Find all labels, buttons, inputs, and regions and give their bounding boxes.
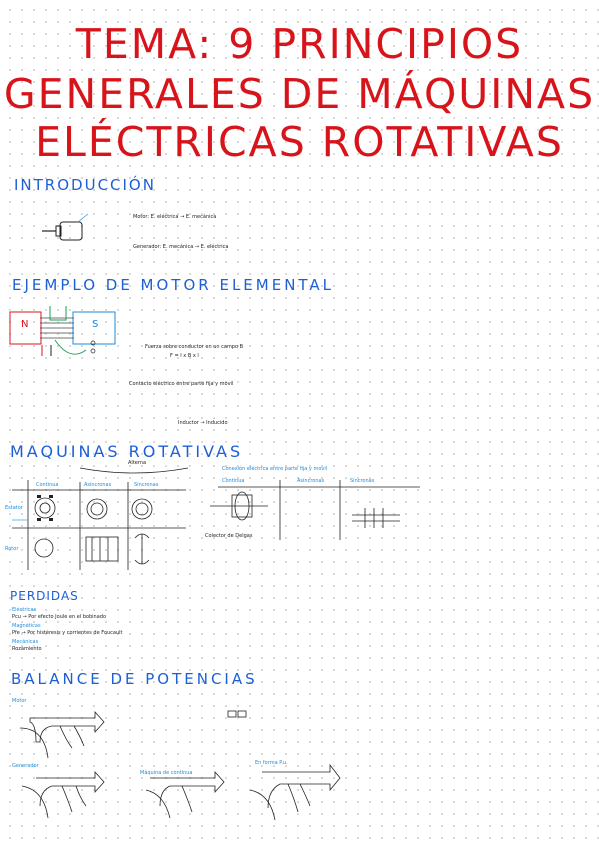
balance-label-motor: Motor [12,698,27,704]
page-title-line-1: TEMA: 9 PRINCIPIOS [75,20,524,68]
row-label-rotor: Rotor [5,546,19,552]
colector-note: Colector de Delgas [205,533,253,539]
section-heading-balance: BALANCE DE POTENCIAS [11,670,258,688]
balance-label-generador: Generador [12,763,39,769]
page-title-line-2: GENERALES DE MÁQUINAS [3,70,596,118]
intro-note-motor: Motor: E. eléctrica → E. mecánica [133,214,217,220]
motor-note-4: Inductor → Inducido [178,420,228,426]
motor-note-3: Contacto eléctrico entre parte fija y mo… [129,381,234,387]
section-heading-perdidas: PERDIDAS [10,589,79,603]
magnet-south-label: S [92,319,99,330]
conexion-note: Conexión eléctrica entre parte fija y mo… [222,466,328,472]
col-header-sincronas: Síncronas [134,482,159,488]
section-heading-maquinas: MAQUINAS ROTATIVAS [10,442,244,461]
perdidas-line-5: Mecánicas [12,639,39,645]
balance-pu-title: En forma P.u. [255,760,288,766]
perdidas-line-3: Magnéticas [12,623,41,629]
perdidas-line-6: Rozamiento [12,646,42,652]
perdidas-line-2: Pcu → Por efecto Joule en el bobinado [12,614,107,620]
motor-note-1: Fuerza sobre conductor en un campo B [145,344,244,350]
intro-note-generador: Generador: E. mecánica → E. eléctrica [133,244,229,250]
balance-continua-title: Máquina de continua [140,770,193,776]
page-title-line-3: ELÉCTRICAS ROTATIVAS [35,118,564,166]
col-header-alterna: Alterna [128,460,147,466]
col-header-asincronas: Asíncronas [84,482,112,488]
row-label-estator: Estator [5,505,23,511]
section-heading-introduccion: INTRODUCCIÓN [14,176,156,194]
col-header-continua: Continua [36,482,59,488]
motor-note-2: F = I x B x l [170,353,199,359]
right-header-sincronas: Síncronas [350,478,375,484]
right-header-asincronas: Asíncronas [297,478,325,484]
perdidas-line-1: Eléctricas [12,607,37,613]
magnet-north-label: N [21,319,29,330]
right-header-continua: Continua [222,478,245,484]
section-heading-ejemplo: EJEMPLO DE MOTOR ELEMENTAL [12,276,335,294]
perdidas-line-4: Pfe → Por histéresis y corrientes de Fou… [12,630,123,636]
